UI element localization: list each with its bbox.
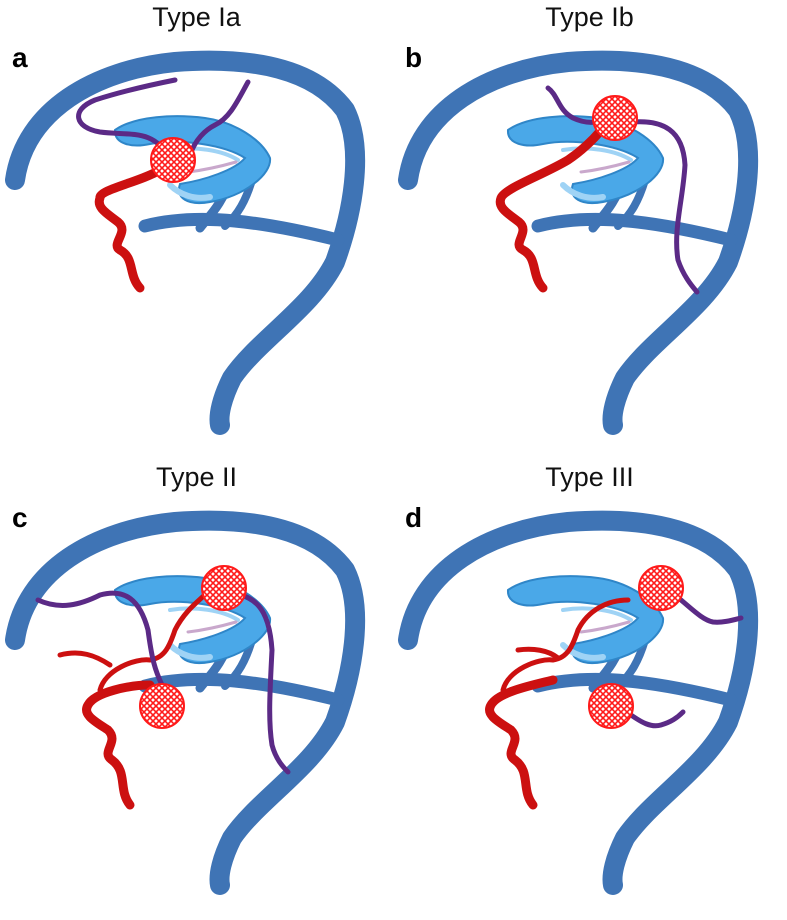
panel-c: Type II c	[0, 460, 393, 920]
panel-letter: c	[12, 502, 28, 533]
draining-vein	[628, 709, 686, 729]
feeding-artery	[82, 680, 155, 810]
draining-vein	[237, 592, 291, 775]
draining-vein	[76, 77, 178, 163]
nidus	[150, 137, 196, 183]
panel-title: Type Ib	[545, 2, 634, 32]
diagram-c	[0, 460, 393, 920]
panel-title: Type III	[545, 462, 634, 492]
panel-b: Type Ib b	[393, 0, 786, 460]
draining-vein	[35, 590, 165, 688]
draining-vein	[187, 79, 251, 158]
diagram-a	[0, 0, 393, 460]
diagram-b	[393, 0, 786, 460]
nidus	[592, 95, 638, 141]
panel-letter: d	[405, 502, 423, 533]
feeding-artery	[57, 650, 113, 668]
panel-title: Type Ia	[152, 2, 241, 32]
panel-title: Type II	[155, 462, 238, 492]
panel-a: Type Ia a	[0, 0, 393, 460]
draining-vein	[630, 119, 700, 295]
panel-letter: a	[12, 42, 28, 73]
feeding-artery	[500, 597, 631, 693]
feeding-artery	[97, 587, 213, 693]
draining-vein	[678, 597, 744, 625]
diagram-d	[393, 460, 786, 920]
feeding-artery	[485, 675, 558, 810]
panel-d: Type III d	[393, 460, 786, 920]
feeding-artery	[94, 165, 165, 293]
nidus	[638, 565, 684, 611]
feeding-artery	[515, 646, 561, 661]
nidus	[201, 565, 247, 611]
nidus	[588, 683, 634, 729]
feeding-artery	[495, 123, 608, 293]
nidus	[139, 683, 185, 729]
panel-letter: b	[405, 42, 423, 73]
